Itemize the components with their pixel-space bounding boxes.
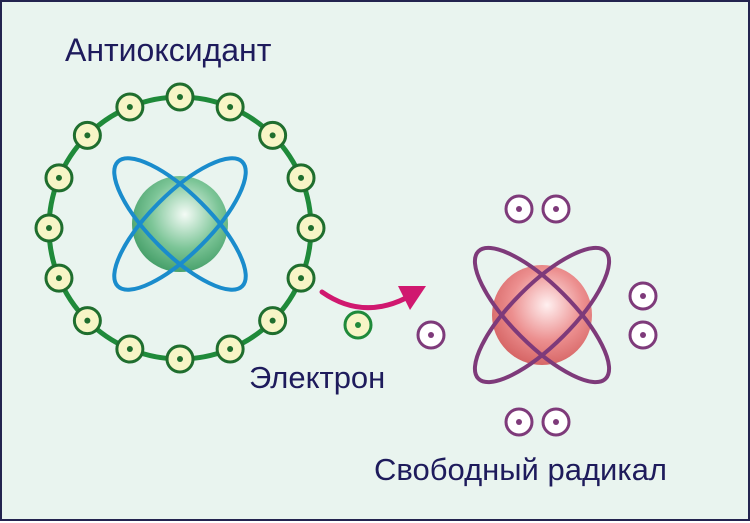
- antioxidant-orbit: [112, 156, 248, 292]
- electron: [215, 92, 245, 122]
- electron: [541, 194, 571, 224]
- electron: [215, 334, 245, 364]
- electron: [34, 213, 64, 243]
- antioxidant-atom: [34, 82, 326, 374]
- electron: [44, 263, 74, 293]
- free-radical-nucleus: [492, 265, 592, 365]
- free-radical-label: Свободный радикал: [374, 452, 667, 487]
- free-radical-orbit: [472, 245, 612, 385]
- electron: [504, 407, 534, 437]
- electron: [286, 263, 316, 293]
- antioxidant-label: Антиоксидант: [65, 32, 272, 68]
- electron: [541, 407, 571, 437]
- electron: [44, 163, 74, 193]
- electron: [72, 306, 102, 336]
- electron: [286, 163, 316, 193]
- electron: [416, 320, 446, 350]
- electron: [165, 82, 195, 112]
- electron: [72, 120, 102, 150]
- electron: [115, 92, 145, 122]
- electron: [258, 120, 288, 150]
- antioxidant-orbit: [112, 156, 248, 292]
- free-radical-orbit: [472, 245, 612, 385]
- electron: [628, 320, 658, 350]
- free-electron: [343, 310, 373, 340]
- transfer-arrow: [319, 286, 426, 311]
- electron: [628, 281, 658, 311]
- antioxidant-nucleus: [132, 176, 228, 272]
- free-radical-atom: [416, 194, 658, 437]
- electron: [115, 334, 145, 364]
- electron: [258, 306, 288, 336]
- electron: [165, 344, 195, 374]
- electron: [504, 194, 534, 224]
- electron-label: Электрон: [249, 360, 386, 395]
- electron: [296, 213, 326, 243]
